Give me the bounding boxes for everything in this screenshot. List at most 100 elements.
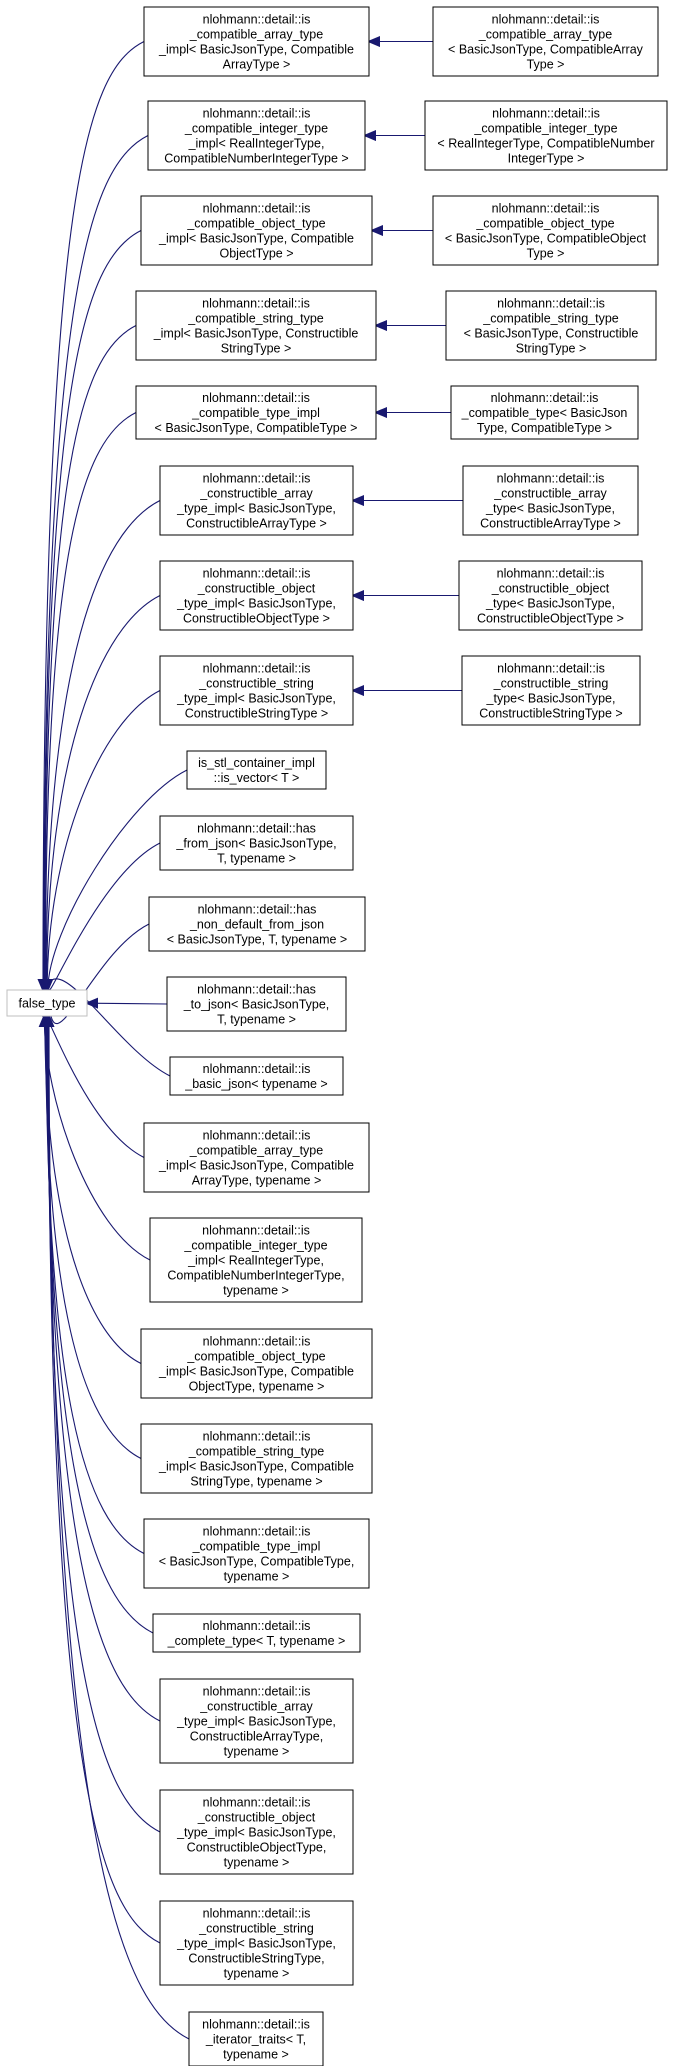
inheritance-edge bbox=[45, 325, 137, 991]
node-label-line: _type_impl< BasicJsonType, bbox=[176, 597, 336, 611]
node-derived-class[interactable]: nlohmann::detail::is_constructible_array… bbox=[462, 465, 639, 536]
node-box bbox=[458, 560, 643, 631]
node-label-line: nlohmann::detail::is bbox=[202, 2018, 310, 2032]
node-false-type[interactable]: false_type bbox=[6, 989, 88, 1017]
node-label-line: nlohmann::detail::is bbox=[203, 1796, 311, 1810]
node-box bbox=[135, 290, 377, 361]
node-label-line: _constructible_array bbox=[199, 487, 313, 501]
node-box bbox=[140, 1423, 373, 1494]
node-direct-subclass[interactable]: nlohmann::detail::is_constructible_strin… bbox=[159, 1900, 354, 1986]
inheritance-edge bbox=[47, 595, 161, 991]
node-box bbox=[135, 385, 377, 440]
node-label-line: _type< BasicJsonType, bbox=[485, 597, 615, 611]
node-label-line: _compatible_type< BasicJson bbox=[461, 406, 628, 420]
node-direct-subclass[interactable]: nlohmann::detail::has_from_json< BasicJs… bbox=[159, 815, 354, 871]
node-direct-subclass[interactable]: nlohmann::detail::is_compatible_array_ty… bbox=[143, 6, 370, 77]
node-box bbox=[148, 896, 366, 952]
node-label-line: < BasicJsonType, CompatibleType > bbox=[155, 421, 358, 435]
node-label-line: ConstructibleObjectType > bbox=[477, 612, 624, 626]
node-derived-class[interactable]: nlohmann::detail::is_compatible_object_t… bbox=[432, 195, 659, 266]
node-direct-subclass[interactable]: nlohmann::detail::is_constructible_array… bbox=[159, 1678, 354, 1764]
inheritance-edge bbox=[48, 842, 161, 991]
node-label-line: _compatible_string_type bbox=[188, 1445, 325, 1459]
node-label-line: _constructible_array bbox=[199, 1700, 313, 1714]
inheritance-edge bbox=[44, 1014, 145, 1158]
node-label-line: _compatible_string_type bbox=[482, 312, 619, 326]
node-label-line: nlohmann::detail::is bbox=[203, 1062, 311, 1076]
node-label-line: typename > bbox=[223, 2048, 289, 2062]
node-direct-subclass[interactable]: nlohmann::detail::is_constructible_strin… bbox=[159, 655, 354, 726]
node-direct-subclass[interactable]: nlohmann::detail::has_to_json< BasicJson… bbox=[166, 976, 347, 1032]
node-label-line: _type_impl< BasicJsonType, bbox=[176, 1715, 336, 1729]
node-label-line: _constructible_object bbox=[197, 582, 316, 596]
node-direct-subclass[interactable]: nlohmann::detail::is_compatible_integer_… bbox=[147, 100, 366, 171]
node-label-line: _from_json< BasicJsonType, bbox=[175, 837, 336, 851]
node-label-line: nlohmann::detail::is bbox=[203, 1430, 311, 1444]
node-label-line: _non_default_from_json bbox=[189, 918, 324, 932]
node-direct-subclass[interactable]: nlohmann::detail::is_compatible_object_t… bbox=[140, 1328, 373, 1399]
node-label-line: nlohmann::detail::is bbox=[203, 1525, 311, 1539]
node-label-line: _type_impl< BasicJsonType, bbox=[176, 1937, 336, 1951]
node-derived-class[interactable]: nlohmann::detail::is_compatible_array_ty… bbox=[432, 6, 659, 77]
node-derived-class[interactable]: nlohmann::detail::is_constructible_strin… bbox=[461, 655, 641, 726]
node-label-line: nlohmann::detail::is bbox=[497, 662, 605, 676]
node-label-line: _type_impl< BasicJsonType, bbox=[176, 502, 336, 516]
node-label-line: _impl< BasicJsonType, Compatible bbox=[158, 232, 354, 246]
node-box bbox=[159, 465, 354, 536]
node-direct-subclass[interactable]: nlohmann::detail::is_compatible_array_ty… bbox=[143, 1122, 370, 1193]
node-direct-subclass[interactable]: nlohmann::detail::is_constructible_objec… bbox=[159, 1789, 354, 1875]
node-label-line: ConstructibleArrayType > bbox=[480, 517, 621, 531]
node-box bbox=[432, 6, 659, 77]
node-label-line: _type< BasicJsonType, bbox=[486, 692, 616, 706]
node-direct-subclass[interactable]: nlohmann::detail::is_constructible_objec… bbox=[159, 560, 354, 631]
node-derived-class[interactable]: nlohmann::detail::is_compatible_string_t… bbox=[445, 290, 657, 361]
node-direct-subclass[interactable]: nlohmann::detail::is_basic_json< typenam… bbox=[169, 1056, 344, 1096]
node-label-line: T, typename > bbox=[217, 1013, 296, 1027]
node-box bbox=[6, 989, 88, 1017]
node-direct-subclass[interactable]: nlohmann::detail::is_iterator_traits< T,… bbox=[188, 2011, 324, 2066]
node-label-line: false_type bbox=[19, 997, 76, 1011]
node-label-line: StringType, typename > bbox=[190, 1475, 322, 1489]
node-derived-class[interactable]: nlohmann::detail::is_compatible_integer_… bbox=[424, 100, 668, 171]
node-label-line: < BasicJsonType, CompatibleType, bbox=[159, 1555, 355, 1569]
node-label-line: nlohmann::detail::has bbox=[197, 822, 316, 836]
node-label-line: ObjectType > bbox=[220, 247, 294, 261]
node-direct-subclass[interactable]: nlohmann::detail::is_compatible_string_t… bbox=[140, 1423, 373, 1494]
node-label-line: _compatible_object_type bbox=[186, 1350, 325, 1364]
node-label-line: nlohmann::detail::is bbox=[203, 1335, 311, 1349]
node-label-line: StringType > bbox=[516, 342, 587, 356]
node-box bbox=[188, 2011, 324, 2066]
node-label-line: typename > bbox=[224, 1745, 290, 1759]
node-label-line: nlohmann::detail::has bbox=[197, 983, 316, 997]
node-direct-subclass[interactable]: nlohmann::detail::is_compatible_object_t… bbox=[140, 195, 373, 266]
inheritance-edge bbox=[87, 1003, 168, 1004]
node-label-line: IntegerType > bbox=[508, 152, 585, 166]
node-box bbox=[432, 195, 659, 266]
node-direct-subclass[interactable]: nlohmann::detail::is_compatible_type_imp… bbox=[143, 1518, 370, 1589]
node-derived-class[interactable]: nlohmann::detail::is_constructible_objec… bbox=[458, 560, 643, 631]
inheritance-edge bbox=[49, 1016, 190, 2040]
node-direct-subclass[interactable]: nlohmann::detail::is_compatible_string_t… bbox=[135, 290, 377, 361]
node-label-line: Type, CompatibleType > bbox=[477, 421, 612, 435]
node-label-line: nlohmann::detail::is bbox=[203, 13, 311, 27]
node-label-line: _compatible_type_impl bbox=[192, 1540, 321, 1554]
node-box bbox=[450, 385, 639, 440]
node-label-line: nlohmann::detail::is bbox=[203, 107, 311, 121]
node-direct-subclass[interactable]: nlohmann::detail::is_complete_type< T, t… bbox=[152, 1613, 361, 1653]
node-derived-class[interactable]: nlohmann::detail::is_compatible_type< Ba… bbox=[450, 385, 639, 440]
node-label-line: nlohmann::detail::is bbox=[492, 202, 600, 216]
node-direct-subclass[interactable]: is_stl_container_impl::is_vector< T > bbox=[186, 750, 327, 790]
node-direct-subclass[interactable]: nlohmann::detail::is_compatible_type_imp… bbox=[135, 385, 377, 440]
node-direct-subclass[interactable]: nlohmann::detail::is_constructible_array… bbox=[159, 465, 354, 536]
node-label-line: nlohmann::detail::is bbox=[497, 472, 605, 486]
inheritance-edge bbox=[46, 500, 161, 991]
node-box bbox=[140, 1328, 373, 1399]
node-box bbox=[149, 1217, 363, 1303]
inheritance-edge bbox=[44, 230, 142, 991]
node-label-line: < BasicJsonType, CompatibleObject bbox=[445, 232, 647, 246]
node-label-line: is_stl_container_impl bbox=[198, 756, 315, 770]
node-direct-subclass[interactable]: nlohmann::detail::has_non_default_from_j… bbox=[148, 896, 366, 952]
node-direct-subclass[interactable]: nlohmann::detail::is_compatible_integer_… bbox=[149, 1217, 363, 1303]
node-label-line: ArrayType > bbox=[223, 58, 291, 72]
node-label-line: nlohmann::detail::is bbox=[492, 13, 600, 27]
